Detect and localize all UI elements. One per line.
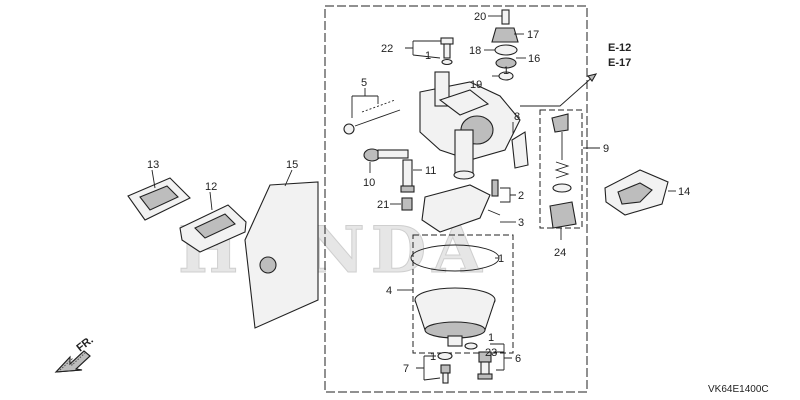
callout-24: 24 <box>554 247 566 259</box>
callout-13: 13 <box>147 159 159 171</box>
plate-15 <box>244 181 319 329</box>
knob-10 <box>363 148 409 162</box>
callout-17: 17 <box>527 29 539 41</box>
callout-14: 14 <box>678 186 690 198</box>
bolt-6 <box>464 342 493 380</box>
drain-bolt-7 <box>437 351 453 384</box>
callout-11: 11 <box>425 165 436 177</box>
gasket-13 <box>127 177 191 221</box>
callout-7: 7 <box>403 363 409 375</box>
callout-23: 23 <box>485 347 497 359</box>
pilot-screw-5 <box>343 99 401 135</box>
callout-19: 19 <box>470 79 482 91</box>
subassembly-frame-4 <box>412 234 514 354</box>
callout-4: 4 <box>386 285 392 297</box>
jet-11 <box>400 159 415 193</box>
part-16 <box>495 57 517 69</box>
reference-e12: E-12 <box>608 42 631 54</box>
callout-16: 16 <box>528 53 540 65</box>
cap-17 <box>491 27 519 43</box>
screw-20 <box>501 9 510 25</box>
float <box>421 179 501 233</box>
callout-21: 21 <box>377 199 389 211</box>
front-direction-arrow <box>54 350 91 373</box>
valve-parts-9 <box>549 113 577 229</box>
callout-20: 20 <box>474 11 486 23</box>
washer-18 <box>494 44 518 56</box>
callout-18: 18 <box>469 45 481 57</box>
callout-1c: 1 <box>498 253 504 265</box>
callout-1a: 1 <box>503 65 509 77</box>
front-direction-label: FR. <box>74 334 95 354</box>
callout-15: 15 <box>286 159 298 171</box>
callout-2: 2 <box>518 190 524 202</box>
carburetor-body <box>419 71 521 180</box>
callout-3: 3 <box>518 217 524 229</box>
callout-6: 6 <box>515 353 521 365</box>
part-8 <box>511 131 529 169</box>
callout-1e: 1 <box>488 332 494 344</box>
callout-9: 9 <box>603 143 609 155</box>
callout-1b: 1 <box>425 50 431 62</box>
callout-8: 8 <box>514 111 520 123</box>
insulator-12 <box>179 204 247 253</box>
callout-12: 12 <box>205 181 217 193</box>
reference-e17: E-17 <box>608 57 631 69</box>
jet-21 <box>401 197 413 211</box>
gasket-14 <box>604 169 669 216</box>
float-bowl <box>414 287 496 347</box>
callout-5: 5 <box>361 77 367 89</box>
callout-22: 22 <box>381 43 393 55</box>
diagram-code: VK64E1400C <box>708 384 769 395</box>
screw-22 <box>440 37 454 66</box>
callout-10: 10 <box>363 177 375 189</box>
callout-1d: 1 <box>430 351 436 363</box>
